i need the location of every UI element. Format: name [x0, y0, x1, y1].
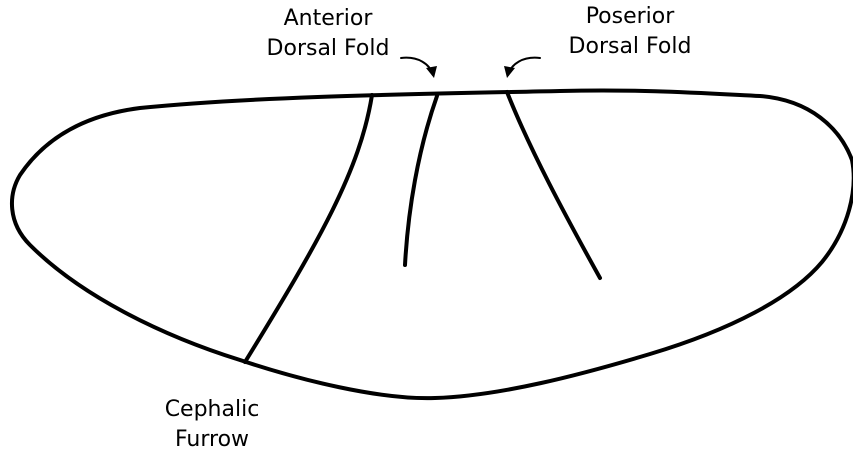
anterior-label-line-2: Dorsal Fold: [238, 34, 418, 64]
embryo-outline: [12, 90, 853, 398]
cephalic-label-line-2: Furrow: [132, 425, 292, 455]
anterior-dorsal-fold-line: [405, 96, 437, 265]
anterior-label-line-1: Anterior: [238, 4, 418, 34]
posterior-label-line-1: Poserior: [545, 2, 715, 32]
posterior-label-line-2: Dorsal Fold: [545, 32, 715, 62]
posterior-arrow-icon: [504, 58, 540, 78]
anterior-dorsal-fold-label: Anterior Dorsal Fold: [238, 4, 418, 64]
cephalic-furrow-label: Cephalic Furrow: [132, 395, 292, 455]
cephalic-furrow-line: [245, 95, 372, 362]
posterior-dorsal-fold-label: Poserior Dorsal Fold: [545, 2, 715, 62]
cephalic-label-line-1: Cephalic: [132, 395, 292, 425]
posterior-dorsal-fold-line: [507, 92, 600, 278]
